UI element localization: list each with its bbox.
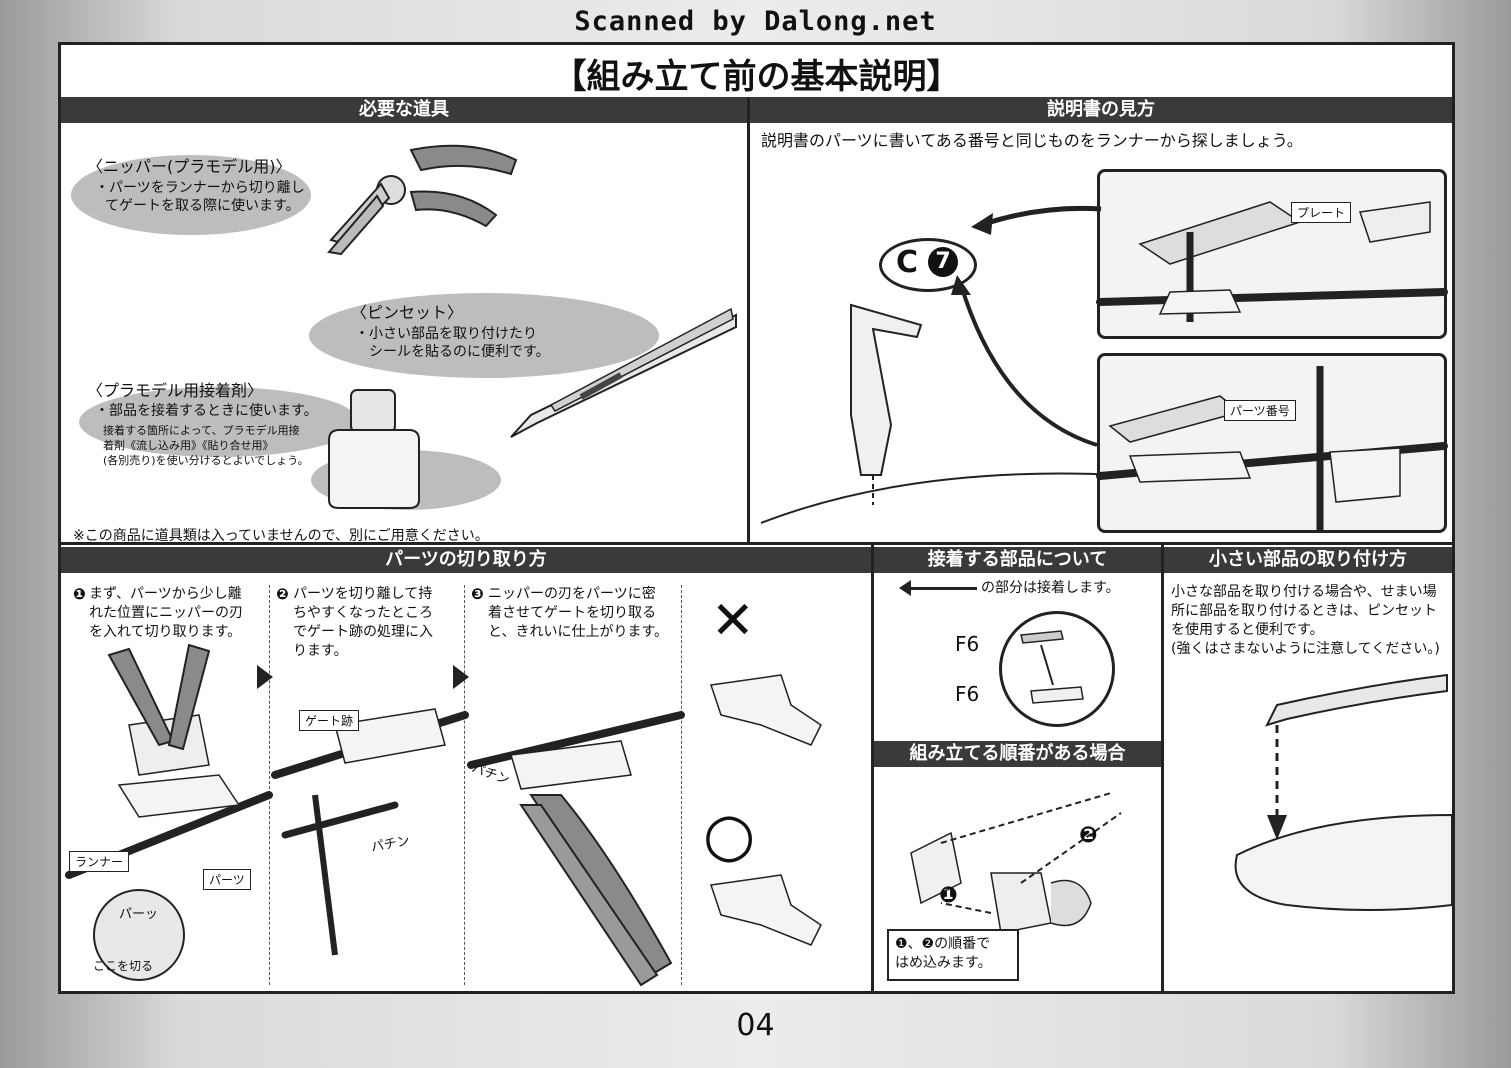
tweezer-icon xyxy=(510,307,737,438)
step-1-drawing xyxy=(65,643,273,981)
step-3-line-1: ニッパーの刃をパーツに密 xyxy=(488,586,656,602)
base-outline xyxy=(760,472,1122,524)
step-2-line-1: パーツを切り離して持 xyxy=(293,586,433,602)
glue-detail-circle xyxy=(999,611,1115,727)
glue-note-1: 接着する箇所によって、プラモデル用接 xyxy=(103,424,300,437)
order-note-box: ❶、❷の順番で はめ込みます。 xyxy=(887,929,1019,981)
order-note-line-1: ❶、❷の順番で xyxy=(895,936,991,952)
step-1-number: ❶ xyxy=(73,585,86,603)
small-parts-header: 小さい部品の取り付け方 xyxy=(1164,547,1452,573)
nipper-desc-2: てゲートを取る際に使います。 xyxy=(105,198,300,214)
glue-parts-header: 接着する部品について xyxy=(874,547,1161,573)
tools-footnote: ※この商品に道具類は入っていませんので、別にご用意ください。 xyxy=(73,528,489,544)
step-1-line-3: を入れて切り取ります。 xyxy=(89,624,242,640)
manual-instruction: 説明書のパーツに書いてある番号と同じものをランナーから探しましょう。 xyxy=(761,131,1303,150)
step-2-number: ❷ xyxy=(276,585,289,603)
right-mark: ○ xyxy=(703,800,756,870)
tweezer-desc-2: シールを貼るのに便利です。 xyxy=(369,344,550,360)
small-parts-line-4: (強くはさまないように注意してください。) xyxy=(1171,641,1440,657)
glue-parts-desc: の部分は接着します。 xyxy=(981,580,1120,596)
order-note-line-2: はめ込みます。 xyxy=(895,955,992,971)
small-parts-line-1: 小さな部品を取り付ける場合や、せまい場 xyxy=(1171,584,1437,600)
runner-panel-number xyxy=(1096,353,1448,533)
glue-bottle-icon xyxy=(328,389,420,509)
right-result-drawing xyxy=(710,874,822,946)
divider-horizontal xyxy=(61,542,1452,545)
glue-arrow-icon xyxy=(899,580,911,596)
part-drawing xyxy=(850,303,923,505)
order-drawing xyxy=(910,792,1122,934)
order-number-2: ❷ xyxy=(1079,823,1098,848)
glue-desc: ・部品を接着するときに使います。 xyxy=(95,403,318,419)
manual-header: 説明書の見方 xyxy=(750,97,1452,123)
callout-number: 7 xyxy=(928,247,958,277)
glue-note-3: (各別売り)を使い分けるとよいでしょう。 xyxy=(103,454,309,467)
glue-part-label-2: F6 xyxy=(955,682,980,706)
step-3-drawing xyxy=(467,711,685,987)
glue-highlight xyxy=(79,387,359,457)
nipper-icon xyxy=(327,144,518,256)
step-3-number: ❸ xyxy=(471,585,484,603)
cutting-header: パーツの切り取り方 xyxy=(61,547,871,573)
wrong-mark: ✕ xyxy=(711,591,755,651)
cut-here-label: ここを切る xyxy=(93,959,154,973)
tools-header: 必要な道具 xyxy=(61,97,747,123)
small-parts-line-2: 所に部品を取り付けるときは、ピンセット xyxy=(1171,603,1437,619)
runner-label: ランナー xyxy=(69,851,130,872)
small-parts-line-3: を使用すると便利です。 xyxy=(1171,622,1324,638)
step-1-line-2: れた位置にニッパーの刃 xyxy=(89,605,243,621)
tweezer-desc-1: ・小さい部品を取り付けたり xyxy=(355,326,537,342)
divider-top xyxy=(747,97,750,545)
divider-bottom-2 xyxy=(1161,545,1164,991)
plate-label: プレート xyxy=(1291,202,1352,223)
step-divider-1 xyxy=(269,585,271,985)
callout-letter: C xyxy=(896,245,919,280)
snap-sound-1: パーッ xyxy=(119,907,159,922)
part-number-label: パーツ番号 xyxy=(1224,400,1296,421)
wrong-result-drawing xyxy=(710,674,822,746)
order-number-1: ❶ xyxy=(939,883,958,908)
glue-note-2: 着剤《流し込み用》《貼り合せ用》 xyxy=(103,439,274,452)
step-divider-2 xyxy=(464,585,466,985)
nipper-title: 〈ニッパー(プラモデル用)〉 xyxy=(87,157,292,176)
tweezer-highlight xyxy=(309,293,659,378)
glue-line-indicator xyxy=(907,587,977,590)
step-1-line-1: まず、パーツから少し離 xyxy=(89,586,242,602)
glue-title: 〈プラモデル用接着剤〉 xyxy=(87,381,264,400)
step-3-line-2: 着させてゲートを切り取る xyxy=(488,605,656,621)
manual-page: 【組み立て前の基本説明】 必要な道具 〈ニッパー(プラモデル用)〉 ・パーツをラ… xyxy=(58,42,1455,994)
glue-part-label-1: F6 xyxy=(955,632,980,656)
nipper-highlight xyxy=(71,155,311,235)
step-2-drawing xyxy=(271,708,469,956)
glue-parts-drawing xyxy=(1020,630,1084,704)
step-arrow-1 xyxy=(257,665,273,689)
page-number: 04 xyxy=(736,1008,775,1043)
step-2-line-4: ります。 xyxy=(293,643,348,659)
step-2-line-2: ちやすくなったところ xyxy=(293,605,433,621)
page-title: 【組み立て前の基本説明】 xyxy=(552,57,961,97)
step-3-line-3: と、きれいに仕上がります。 xyxy=(488,624,669,640)
parts-label: パーツ xyxy=(203,869,251,890)
nipper-desc-1: ・パーツをランナーから切り離し xyxy=(95,180,305,196)
small-parts-drawing xyxy=(1234,673,1453,911)
step-2-line-3: でゲート跡の処理に入 xyxy=(293,624,433,640)
order-header: 組み立てる順番がある場合 xyxy=(874,741,1161,767)
runner-panel-plate xyxy=(1096,169,1448,339)
gate-mark-label: ゲート跡 xyxy=(299,710,360,731)
scan-credit: Scanned by Dalong.net xyxy=(574,6,937,37)
tweezer-title: 〈ピンセット〉 xyxy=(351,303,464,322)
divider-bottom-1 xyxy=(871,545,874,991)
arrows-to-callout xyxy=(951,205,1102,447)
step-divider-3 xyxy=(681,585,683,985)
step-arrow-2 xyxy=(453,665,469,689)
